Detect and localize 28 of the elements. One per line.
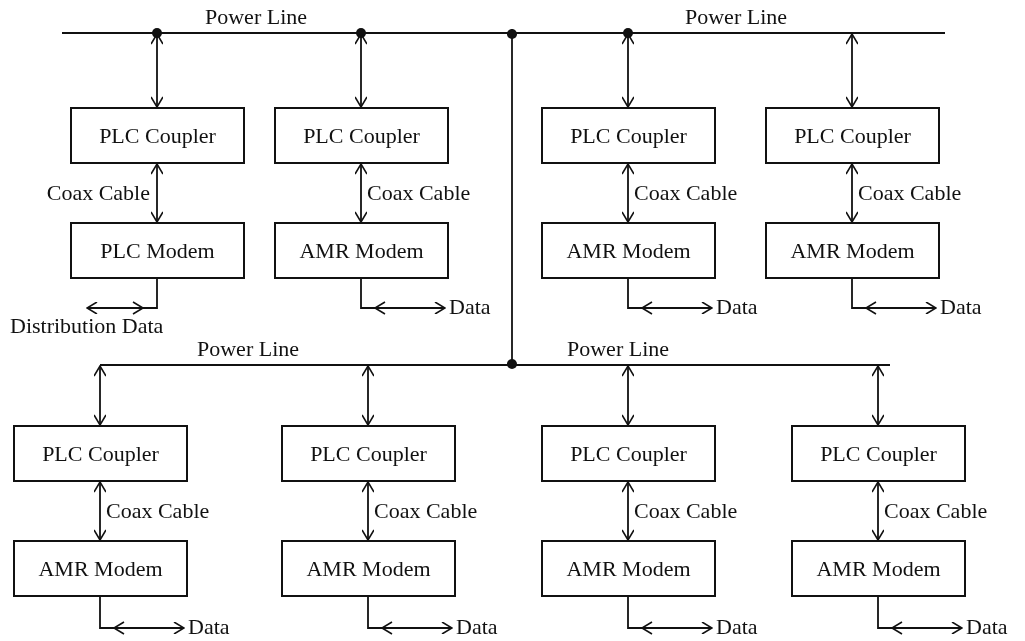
coupler-box: PLC Coupler <box>70 107 245 164</box>
coupler-box: PLC Coupler <box>765 107 940 164</box>
line-label: Power Line <box>205 5 308 29</box>
line-label: Power Line <box>567 337 670 361</box>
modem-box: AMR Modem <box>13 540 188 597</box>
modem-box: AMR Modem <box>765 222 940 279</box>
data-label: Distribution Data <box>10 314 164 338</box>
coupler-box: PLC Coupler <box>13 425 188 482</box>
data-label: Data <box>456 615 498 639</box>
coupler-box: PLC Coupler <box>791 425 966 482</box>
modem-box: AMR Modem <box>281 540 456 597</box>
data-label: Data <box>716 295 758 319</box>
coupler-box: PLC Coupler <box>541 425 716 482</box>
line-label: Power Line <box>197 337 300 361</box>
modem-box: AMR Modem <box>274 222 449 279</box>
data-label: Data <box>940 295 982 319</box>
modem-box: AMR Modem <box>541 540 716 597</box>
data-label: Data <box>449 295 491 319</box>
data-label: Data <box>966 615 1008 639</box>
data-label: Data <box>188 615 230 639</box>
coupler-box: PLC Coupler <box>541 107 716 164</box>
modem-box: PLC Modem <box>70 222 245 279</box>
modem-box: AMR Modem <box>541 222 716 279</box>
modem-box: AMR Modem <box>791 540 966 597</box>
line-label: Power Line <box>685 5 788 29</box>
data-label: Data <box>716 615 758 639</box>
coupler-box: PLC Coupler <box>281 425 456 482</box>
coupler-box: PLC Coupler <box>274 107 449 164</box>
